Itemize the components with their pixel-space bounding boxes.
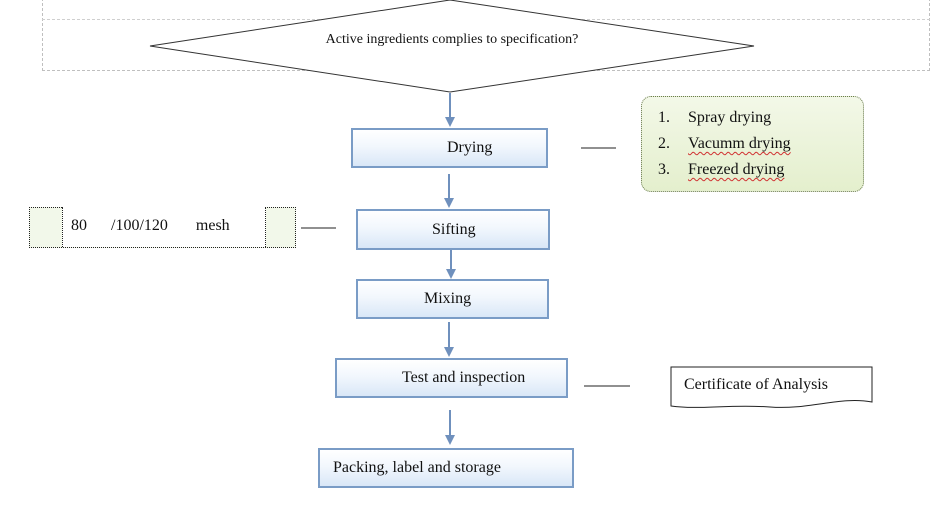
- step-mixing-label: Mixing: [424, 290, 472, 307]
- list-item: 3. Freezed drying: [658, 161, 784, 179]
- step-test-label: Test and inspection: [402, 369, 526, 386]
- list-item-label: Spray drying: [688, 109, 772, 126]
- step-packing-label: Packing, label and storage: [333, 459, 501, 476]
- step-drying: Drying: [351, 128, 548, 168]
- step-sifting: Sifting: [356, 209, 550, 250]
- step-sifting-label: Sifting: [432, 220, 476, 238]
- step-mixing: Mixing: [356, 279, 549, 319]
- certificate-label: Certificate of Analysis: [684, 376, 828, 393]
- step-packing: Packing, label and storage: [318, 448, 574, 488]
- step-test: Test and inspection: [335, 358, 568, 398]
- list-item-number: 1.: [658, 109, 670, 126]
- document-shape-icon: [670, 366, 873, 408]
- list-item: 2. Vacumm drying: [658, 135, 791, 153]
- certificate-document: Certificate of Analysis: [670, 366, 873, 408]
- drying-methods-box: 1. Spray drying 2. Vacumm drying 3. Freezed…: [641, 96, 864, 192]
- list-item-number: 3.: [658, 161, 670, 178]
- step-drying-label: Drying: [447, 139, 493, 156]
- mesh-size-box: 80 /100/120 mesh: [29, 207, 296, 248]
- decision-label: Active ingredients complies to specifica…: [325, 32, 579, 47]
- list-item: 1. Spray drying: [658, 109, 771, 127]
- mesh-size-inner: 80 /100/120 mesh: [62, 207, 266, 247]
- list-item-label: Freezed drying: [688, 161, 785, 178]
- list-item-label: Vacumm drying: [688, 135, 791, 152]
- decision-diamond: [149, 0, 755, 93]
- list-item-number: 2.: [658, 135, 670, 152]
- mesh-size-label: 80 /100/120 mesh: [71, 217, 230, 234]
